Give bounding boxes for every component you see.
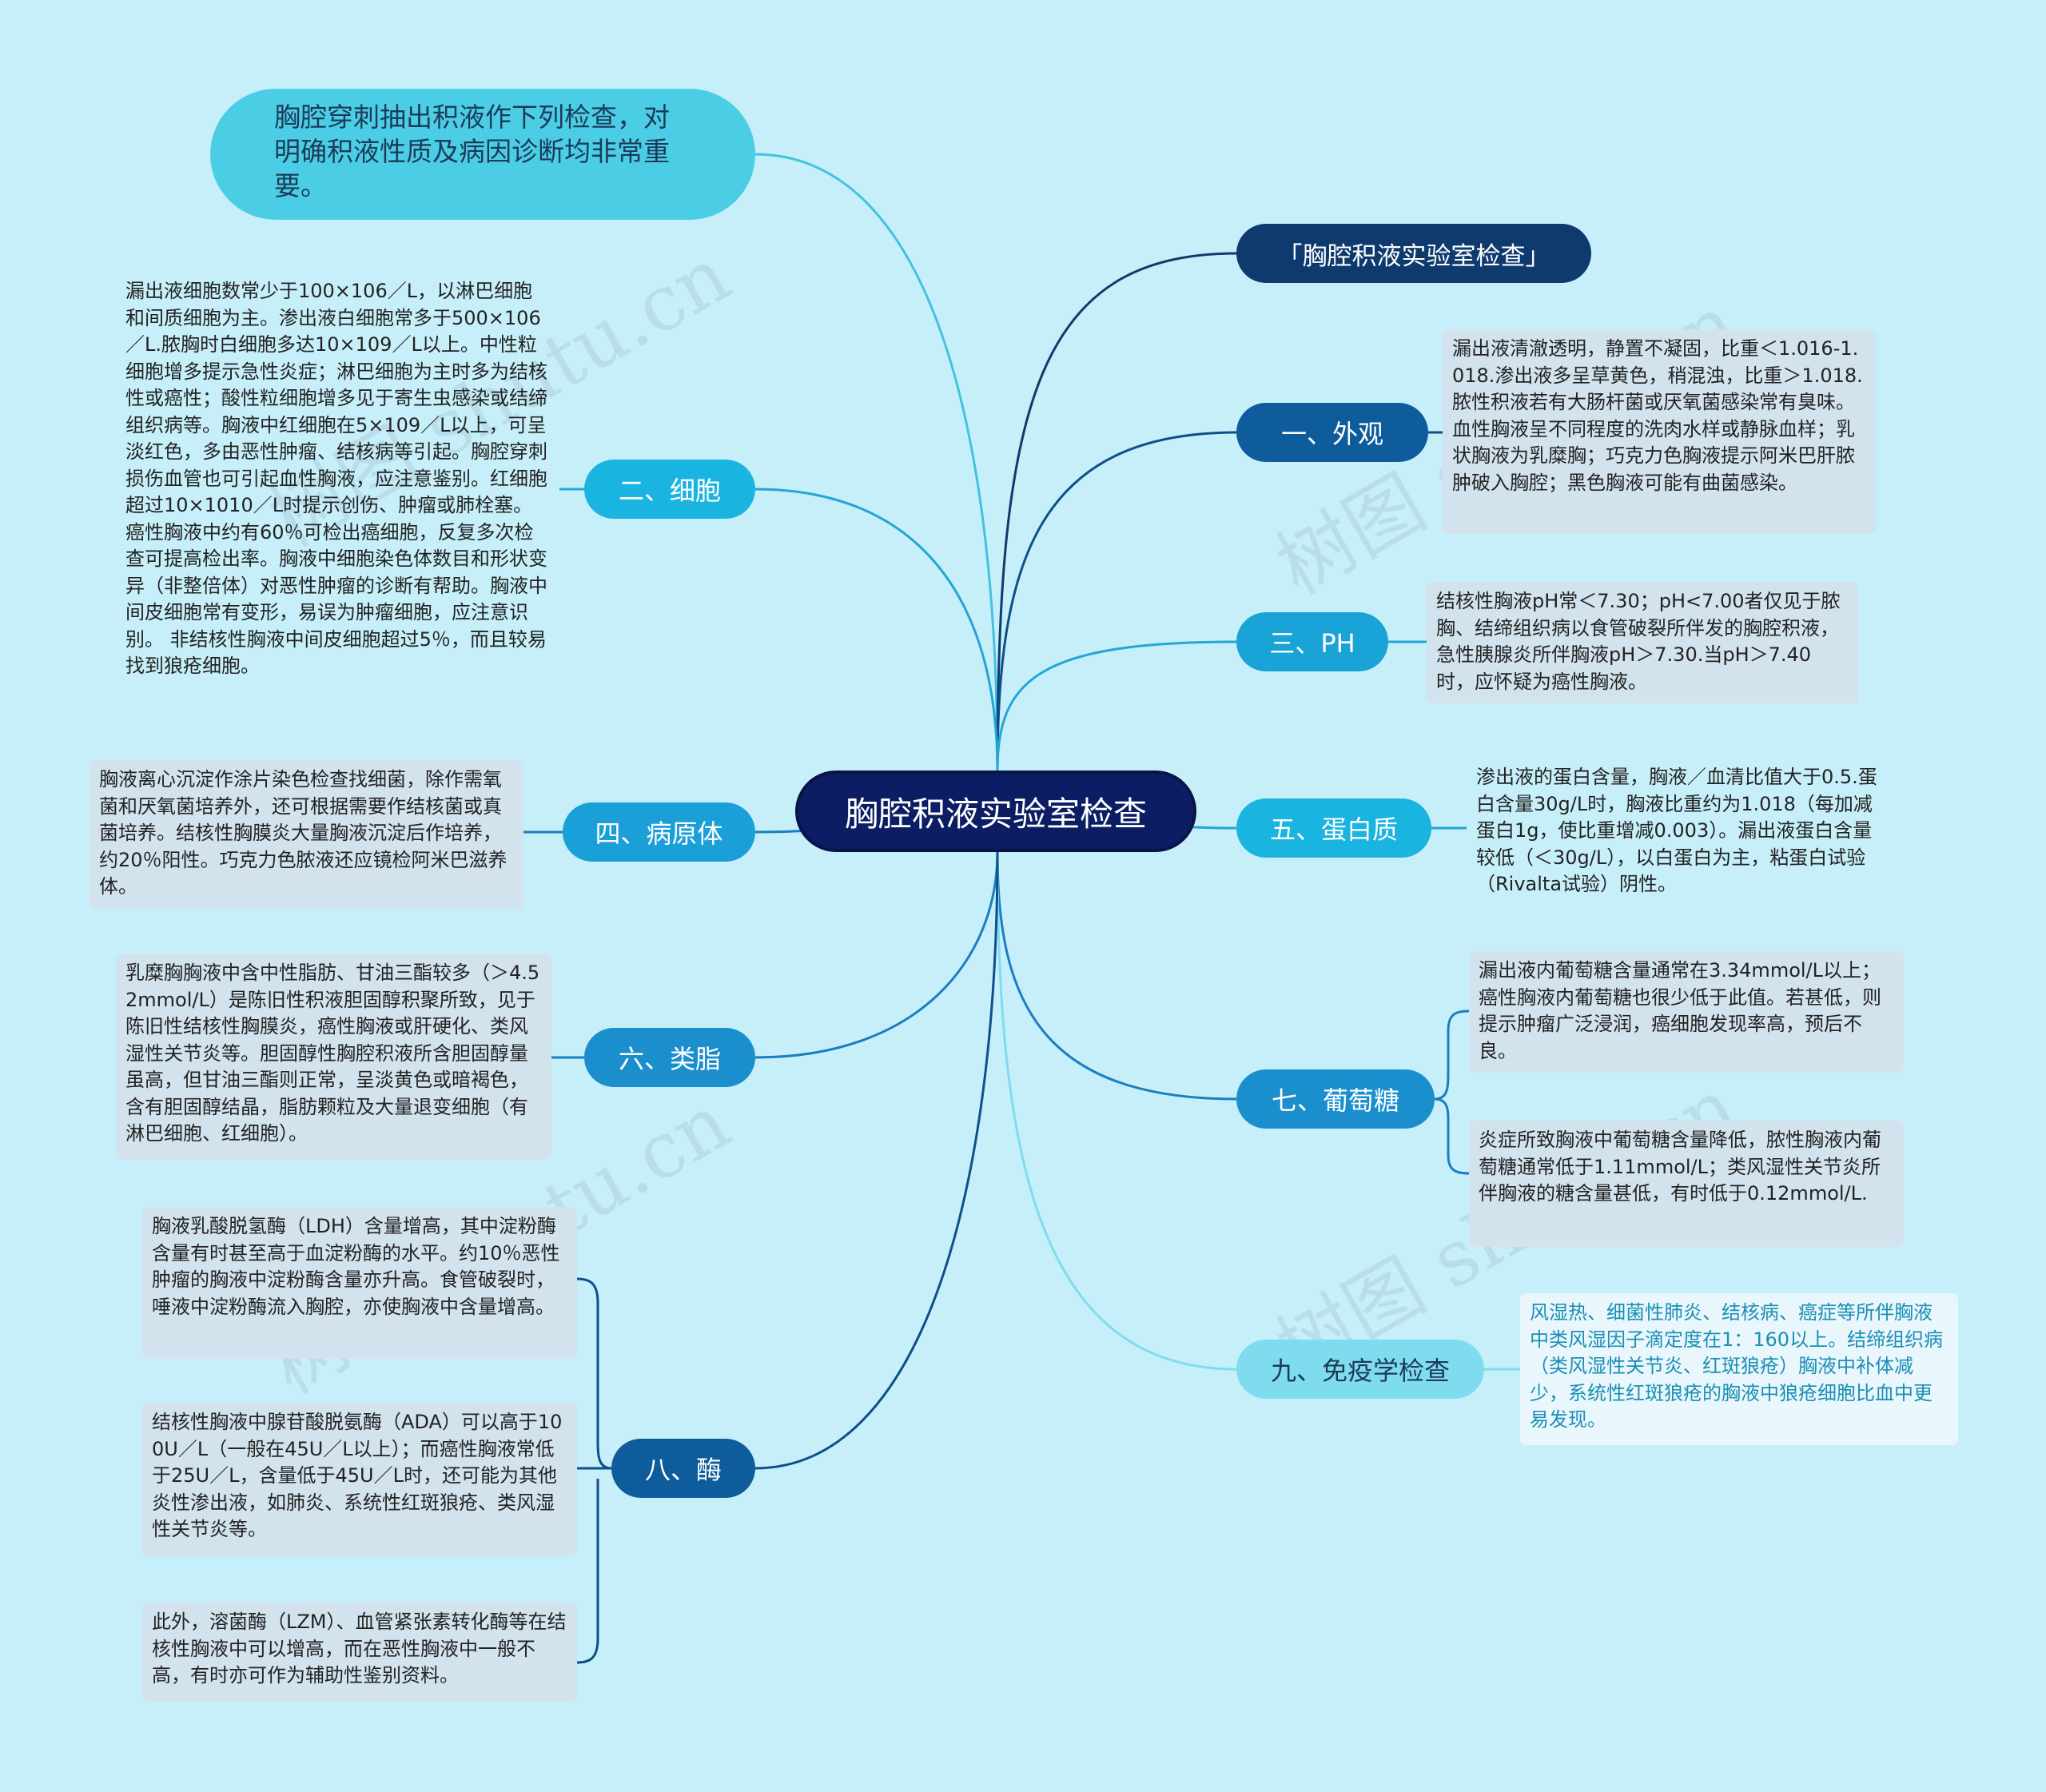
intro-node[interactable]: 胸腔穿刺抽出积液作下列检查，对明确积液性质及病因诊断均非常重要。 bbox=[210, 89, 755, 220]
link-ph bbox=[996, 640, 1237, 771]
ph-text: 结核性胸液pH常＜7.30；pH<7.00者仅见于脓胸、结缔组织病以食管破裂所伴… bbox=[1427, 582, 1858, 703]
immunology-text: 风湿热、细菌性肺炎、结核病、癌症等所伴胸液中类风湿因子滴定度在1：160以上。结… bbox=[1520, 1293, 1958, 1445]
link-enzyme-bracket bbox=[576, 1277, 612, 1664]
branch-cells[interactable]: 二、细胞 bbox=[584, 460, 755, 519]
branch-lipid[interactable]: 六、类脂 bbox=[584, 1028, 755, 1087]
link-enzyme bbox=[754, 851, 999, 1470]
branch-glucose[interactable]: 七、葡萄糖 bbox=[1236, 1069, 1435, 1129]
link-glucose bbox=[996, 851, 1237, 1101]
branch-ph[interactable]: 三、PH bbox=[1236, 612, 1388, 671]
branch-enzyme[interactable]: 八、酶 bbox=[611, 1439, 755, 1498]
pathogen-text: 胸液离心沉淀作涂片染色检查找细菌，除作需氧菌和厌氧菌培养外，还可根据需要作结核菌… bbox=[90, 760, 523, 909]
branch-appearance[interactable]: 一、外观 bbox=[1236, 403, 1428, 462]
lipid-text: 乳糜胸胸液中含中性脂肪、甘油三酯较多（＞4.52mmol/L）是陈旧性积液胆固醇… bbox=[116, 954, 551, 1160]
glucose-text-2: 炎症所致胸液中葡萄糖含量降低，脓性胸液内葡萄糖通常低于1.11mmol/L；类风… bbox=[1469, 1121, 1904, 1247]
link-title bbox=[996, 252, 1237, 771]
branch-protein[interactable]: 五、蛋白质 bbox=[1236, 798, 1431, 858]
cells-text: 漏出液细胞数常少于100×106／L，以淋巴细胞和间质细胞为主。渗出液白细胞常多… bbox=[125, 280, 547, 677]
link-intro bbox=[754, 153, 999, 771]
link-appearance bbox=[996, 431, 1237, 771]
enzyme-text-3: 此外，溶菌酶（LZM）、血管紧张素转化酶等在结核性胸液中可以增高，而在恶性胸液中… bbox=[142, 1603, 577, 1702]
link-lipid bbox=[754, 851, 999, 1059]
link-cells bbox=[754, 488, 999, 771]
enzyme-text-2: 结核性胸液中腺苷酸脱氨酶（ADA）可以高于100U／L（一般在45U／L以上）；… bbox=[142, 1403, 577, 1556]
branch-immunology[interactable]: 九、免疫学检查 bbox=[1236, 1340, 1484, 1399]
appearance-text: 漏出液清澈透明，静置不凝固，比重＜1.016-1.018.渗出液多呈草黄色，稍混… bbox=[1443, 329, 1876, 534]
protein-text: 渗出液的蛋白含量，胸液／血清比值大于0.5.蛋白含量30g/L时，胸液比重约为1… bbox=[1476, 766, 1877, 895]
title-node[interactable]: 「胸腔积液实验室检查」 bbox=[1236, 224, 1591, 283]
glucose-text-1: 漏出液内葡萄糖含量通常在3.34mmol/L以上；癌性胸液内葡萄糖也很少低于此值… bbox=[1469, 951, 1904, 1073]
branch-pathogen[interactable]: 四、病原体 bbox=[563, 802, 755, 862]
center-topic[interactable]: 胸腔积液实验室检查 bbox=[795, 771, 1196, 852]
link-glucose-bracket bbox=[1434, 1009, 1470, 1175]
link-immunology bbox=[996, 851, 1237, 1371]
enzyme-text-1: 胸液乳酸脱氢酶（LDH）含量增高，其中淀粉酶含量有时甚至高于血淀粉酶的水平。约1… bbox=[142, 1207, 577, 1359]
